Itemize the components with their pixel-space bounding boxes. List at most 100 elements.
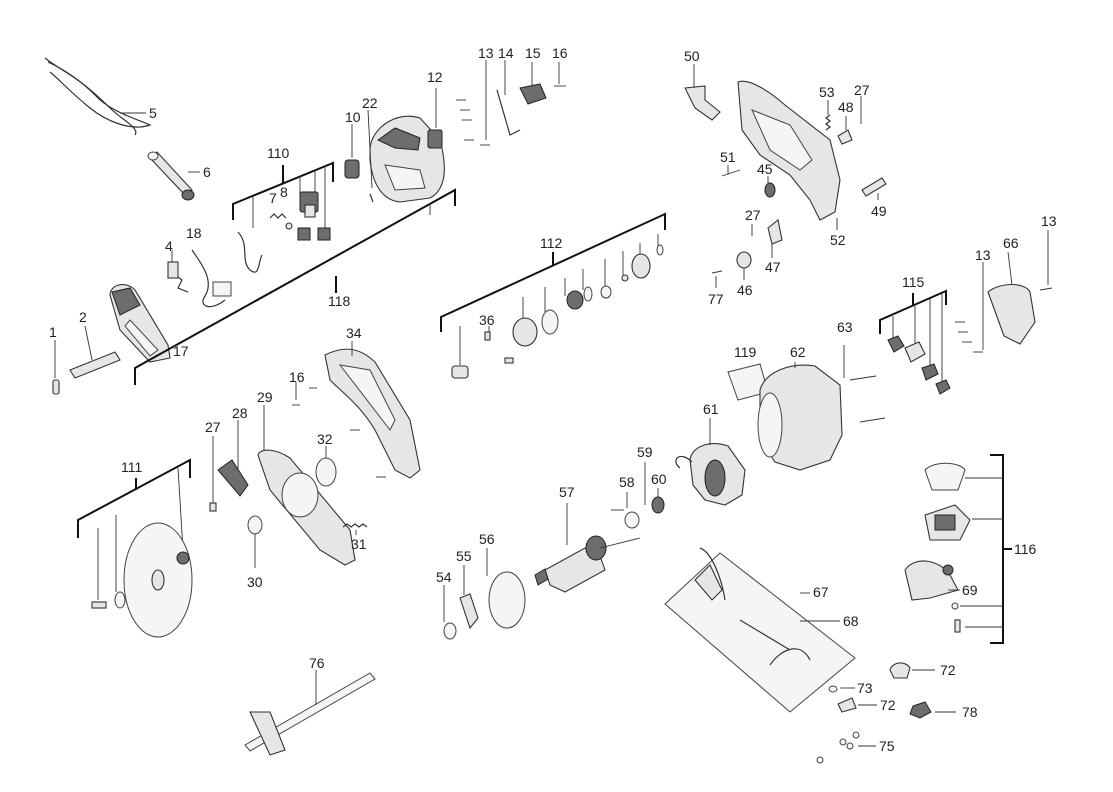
arbor-parts: [451, 244, 664, 379]
label-66: 66: [1003, 235, 1019, 251]
label-29: 29: [257, 389, 273, 405]
fan-60: [651, 488, 665, 514]
cord-sleeve: [147, 151, 200, 201]
label-60: 60: [651, 471, 667, 487]
screws-13b: [955, 262, 984, 353]
hex-key: [496, 60, 521, 136]
label-27a: 27: [205, 419, 221, 435]
label-17: 17: [173, 343, 189, 359]
screw-27a: [209, 436, 217, 512]
spring-53: [825, 100, 831, 131]
base-plate: [664, 547, 856, 713]
label-115: 115: [902, 274, 925, 290]
label-69: 69: [962, 582, 978, 598]
label-68: 68: [843, 613, 859, 629]
label-28: 28: [232, 405, 248, 421]
label-50: 50: [684, 48, 700, 64]
label-110: 110: [267, 145, 290, 161]
screws-75: [816, 731, 876, 764]
screws-16b: [292, 382, 386, 478]
label-32: 32: [317, 431, 333, 447]
washer-73: [828, 685, 855, 693]
label-6: 6: [203, 164, 211, 180]
label-57: 57: [559, 484, 575, 500]
baffle-56: [486, 548, 526, 629]
field-coil: [675, 418, 746, 506]
label-47: 47: [765, 259, 781, 275]
saw-blade: [91, 522, 193, 638]
group-bracket-112: [440, 212, 666, 365]
spring-31: [342, 523, 368, 535]
bushing-46: [736, 251, 752, 280]
label-62: 62: [790, 344, 806, 360]
label-16a: 16: [552, 45, 568, 61]
knob-72a: [889, 662, 935, 679]
screw-16a: [554, 62, 566, 87]
blade-guard: [324, 341, 421, 479]
power-cord: [44, 57, 152, 136]
nut-78: [909, 701, 956, 719]
carbon-brush-holder: [285, 191, 331, 241]
label-56: 56: [479, 531, 495, 547]
lever-48: [837, 116, 853, 145]
motor-housing-cover: [344, 88, 445, 203]
label-116: 116: [1014, 541, 1037, 557]
label-13c: 13: [1041, 213, 1057, 229]
screw-51: [721, 165, 741, 177]
label-72a: 72: [940, 662, 956, 678]
pin-49: [861, 177, 887, 200]
label-49: 49: [871, 203, 887, 219]
screw-77: [711, 270, 723, 288]
label-46: 46: [737, 282, 753, 298]
label-13a: 13: [478, 45, 494, 61]
label-15: 15: [525, 45, 541, 61]
label-58: 58: [619, 474, 635, 490]
label-4: 4: [165, 238, 173, 254]
group-bracket-111: [77, 458, 191, 600]
label-67: 67: [813, 584, 829, 600]
group-bracket-115: [879, 289, 951, 395]
label-55: 55: [456, 548, 472, 564]
ring-30: [247, 515, 263, 568]
label-18: 18: [186, 225, 202, 241]
switch-wire: [167, 231, 263, 308]
label-27c: 27: [745, 207, 761, 223]
label-76: 76: [309, 655, 325, 671]
group-bracket-110: [232, 161, 334, 228]
bearing-54: [443, 585, 457, 640]
lever-28: [217, 420, 249, 497]
label-45: 45: [757, 161, 773, 177]
label-36: 36: [479, 312, 495, 328]
label-73: 73: [857, 680, 873, 696]
clamp-47: [767, 219, 783, 258]
group-bracket-116: [904, 454, 1012, 644]
screw-1: [52, 340, 60, 395]
label-14: 14: [498, 45, 514, 61]
clip-15: [519, 62, 547, 105]
screw-36: [484, 326, 491, 341]
label-13b: 13: [975, 247, 991, 263]
group-bracket-118: [134, 188, 456, 385]
label-78: 78: [962, 704, 978, 720]
label-30: 30: [247, 574, 263, 590]
nozzle-50: [684, 64, 721, 121]
label-59: 59: [637, 444, 653, 460]
label-1: 1: [49, 324, 57, 340]
motor-housing: [757, 345, 886, 471]
label-12: 12: [427, 69, 443, 85]
label-72b: 72: [880, 697, 896, 713]
label-22: 22: [362, 95, 378, 111]
label-16b: 16: [289, 369, 305, 385]
screw-13c: [1039, 230, 1053, 291]
bearing-45: [764, 176, 776, 198]
label-111: 111: [121, 459, 142, 475]
label-8: 8: [280, 184, 288, 200]
label-31: 31: [351, 536, 367, 552]
rip-fence: [244, 670, 376, 756]
label-77: 77: [708, 291, 724, 307]
label-118: 118: [328, 293, 351, 309]
bearing-58: [611, 492, 640, 529]
label-53: 53: [819, 84, 835, 100]
lower-guard-plate: [257, 405, 356, 566]
